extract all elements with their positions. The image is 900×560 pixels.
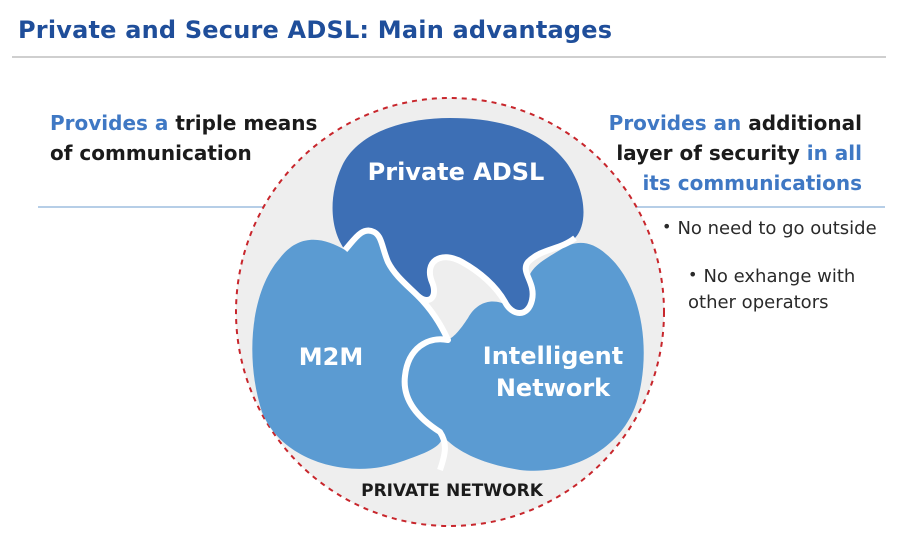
security-callout: Provides an additional layer of security…: [600, 108, 862, 198]
intelligent-network-label-line1: Intelligent: [483, 342, 623, 370]
bullet-text: No need to go outside: [677, 218, 877, 239]
m2m-puzzle-piece: [252, 230, 448, 469]
bullet-item: •No exhange with other operators: [688, 262, 878, 316]
private-adsl-puzzle-piece: [332, 118, 584, 313]
callout-left-highlight: Provides a: [50, 111, 169, 135]
callout-right-text: additional layer of security: [616, 111, 862, 165]
callout-right-highlight: Provides an: [608, 111, 742, 135]
private-adsl-label: Private ADSL: [368, 158, 545, 186]
puzzle-seam-vertical: [401, 293, 451, 471]
bullet-dot-icon: •: [662, 217, 672, 236]
callout-right-highlight-2: in all its communications: [642, 141, 862, 195]
intelligent-network-label-line2: Network: [496, 374, 611, 402]
intelligent-network-puzzle-piece: [404, 242, 644, 471]
callout-left-text: triple means of communication: [50, 111, 318, 165]
triple-communication-callout: Provides a triple means of communication: [50, 108, 320, 168]
bullet-dot-icon: •: [688, 265, 698, 284]
title-divider: [12, 56, 886, 58]
page-title: Private and Secure ADSL: Main advantages: [18, 16, 613, 44]
bullet-text: No exhange with other operators: [688, 266, 856, 313]
m2m-label: M2M: [299, 343, 363, 371]
bullet-item: • No need to go outside: [662, 214, 877, 242]
private-network-label: PRIVATE NETWORK: [361, 481, 544, 501]
puzzle-seam: [342, 227, 577, 316]
